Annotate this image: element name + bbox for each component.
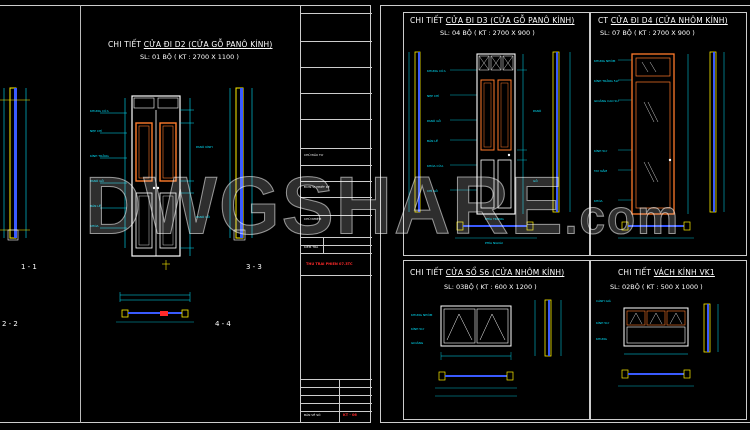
section-4-4-drawing (116, 292, 194, 323)
svg-text:PANÔ GỖ: PANÔ GỖ (90, 178, 105, 183)
vk1-subtitle: SL: 02BỘ ( KT : 500 X 1000 ) (610, 283, 703, 291)
s6-title: CHI TIẾT CỬA SỔ S6 (CỬA NHÔM KÍNH) (410, 268, 564, 277)
svg-text:GIOĂNG: GIOĂNG (411, 340, 424, 345)
s6-panel (403, 260, 590, 420)
svg-text:KHUNG CỬA: KHUNG CỬA (90, 108, 110, 113)
svg-text:KHÓA CỬA: KHÓA CỬA (427, 163, 444, 168)
svg-text:KHUNG: KHUNG (596, 337, 608, 341)
svg-text:PANÔ GỖ: PANÔ GỖ (427, 118, 442, 123)
svg-text:PANÔ: PANÔ (533, 108, 542, 113)
svg-text:KÍNH TRẮNG 5LY: KÍNH TRẮNG 5LY (594, 78, 619, 83)
svg-text:GIOĂNG CAO SU: GIOĂNG CAO SU (594, 98, 619, 103)
left-sheet-divider (80, 5, 81, 423)
vk1-title-link[interactable]: VÁCH KÍNH VK1 (653, 268, 715, 277)
section-2-2-label: 2 - 2 (2, 320, 18, 328)
d4-door-drawing: KHUNG NHÔM KÍNH TRẮNG 5LY GIOĂNG CAO SU KÍ… (593, 51, 725, 239)
tb-row-owner: CHỦ ĐẦU TƯ (304, 153, 324, 157)
svg-text:KHÓA: KHÓA (594, 198, 604, 203)
d2-title: CHI TIẾT CỬA ĐI D2 (CỬA GỖ PANÔ KÍNH) (108, 40, 273, 49)
d2-title-prefix: CHI TIẾT (108, 40, 144, 49)
tb-row-check: KIỂM TRA (304, 245, 319, 249)
vk1-panel (590, 260, 747, 420)
svg-text:KÍNH 5LY: KÍNH 5LY (596, 320, 609, 325)
d2-title-link[interactable]: CỬA ĐI D2 (CỬA GỖ PANÔ KÍNH) (143, 40, 273, 49)
d2-subtitle: SL: 01 BỘ ( KT : 2700 X 1100 ) (140, 53, 239, 61)
s6-subtitle: SL: 03BỘ ( KT : 600 X 1200 ) (444, 283, 537, 291)
svg-text:PANÔ GỖ: PANÔ GỖ (196, 214, 211, 219)
d3-title-prefix: CHI TIẾT (410, 16, 446, 25)
d3-title: CHI TIẾT CỬA ĐI D3 (CỬA GỖ PANÔ KÍNH) (410, 16, 575, 25)
s6-title-link[interactable]: CỬA SỔ S6 (CỬA NHÔM KÍNH) (445, 268, 565, 277)
d3-panel (403, 12, 590, 256)
section-3-3-drawing (229, 87, 253, 241)
d4-title-link[interactable]: CỬA ĐI D4 (CỬA NHÔM KÍNH) (610, 16, 728, 25)
section-3-3-label: 3 - 3 (246, 263, 262, 271)
right-sheet-frame (380, 5, 750, 423)
vk1-title-prefix: CHI TIẾT (618, 268, 654, 277)
d4-subtitle: SL: 07 BỘ ( KT : 2700 X 900 ) (600, 29, 695, 37)
svg-text:GỖ: GỖ (533, 178, 538, 183)
tb-sheet-code: KT - 06 (343, 413, 357, 417)
d4-panel (590, 12, 747, 256)
svg-text:KHUNG CỬA: KHUNG CỬA (427, 68, 447, 73)
svg-text:KÍNH 5LY: KÍNH 5LY (594, 148, 607, 153)
d4-title-prefix: CT (598, 16, 611, 25)
tb-red-text: THU TRAI PHIEN 07.3TC (306, 262, 353, 266)
section-1-1-drawing (0, 87, 30, 241)
d3-door-drawing: KHUNG CỬA NẸP CHỈ PANÔ GỖ BẢN LỀ KHÓA CỬA C… (408, 51, 571, 245)
d3-subtitle: SL: 04 BỘ ( KT : 2700 X 900 ) (440, 29, 535, 37)
svg-text:PANÔ KÍNH: PANÔ KÍNH (196, 144, 213, 149)
svg-text:KHÓA: KHÓA (90, 223, 100, 228)
title-block: CHỦ ĐẦU TƯ ĐƠN VỊ THIẾT KẾ CHỦ NHIỆM KIỂ… (300, 5, 372, 423)
vk1-glass-drawing: CÁNH GIẢ KÍNH 5LY KHUNG (596, 298, 719, 387)
svg-text:TAY NẮM: TAY NẮM (593, 168, 608, 173)
svg-text:NẸP CHỈ: NẸP CHỈ (90, 128, 102, 133)
svg-text:KHUNG NHÔM: KHUNG NHÔM (411, 312, 433, 317)
svg-text:CÁNH GIẢ: CÁNH GIẢ (596, 298, 612, 303)
tb-row-chief: CHỦ NHIỆM (304, 217, 322, 221)
tb-row-sheet: BẢN VẼ SỐ (304, 413, 321, 417)
d2-door-elevation: KHUNG CỬA NẸP CHỈ KÍNH TRẮNG PANÔ GỖ BẢN L… (90, 95, 213, 270)
svg-text:PHÍA TRONG: PHÍA TRONG (485, 216, 504, 221)
svg-text:BẢN LỀ: BẢN LỀ (427, 138, 438, 143)
d3-title-link[interactable]: CỬA ĐI D3 (CỬA GỖ PANÔ KÍNH) (445, 16, 575, 25)
svg-text:KÍNH TRẮNG: KÍNH TRẮNG (90, 153, 110, 158)
section-1-1-label: 1 - 1 (21, 263, 37, 271)
svg-text:PHÍA NGOÀI: PHÍA NGOÀI (485, 240, 503, 245)
left-sheet-frame (0, 5, 371, 423)
d4-title: CT CỬA ĐI D4 (CỬA NHÔM KÍNH) (598, 16, 728, 25)
section-4-4-label: 4 - 4 (215, 320, 231, 328)
s6-window-drawing: KHUNG NHÔM KÍNH 5LY GIOĂNG (411, 299, 562, 397)
svg-text:NẸP CHỈ: NẸP CHỈ (427, 93, 439, 98)
tb-row-designer: ĐƠN VỊ THIẾT KẾ (304, 185, 330, 189)
svg-text:KÍNH 5LY: KÍNH 5LY (411, 326, 424, 331)
svg-text:CHỈ GỖ: CHỈ GỖ (427, 188, 439, 193)
svg-text:BẢN LỀ: BẢN LỀ (90, 203, 101, 208)
vk1-title: CHI TIẾT VÁCH KÍNH VK1 (618, 268, 715, 277)
svg-text:KHUNG NHÔM: KHUNG NHÔM (594, 58, 616, 63)
s6-title-prefix: CHI TIẾT (410, 268, 446, 277)
